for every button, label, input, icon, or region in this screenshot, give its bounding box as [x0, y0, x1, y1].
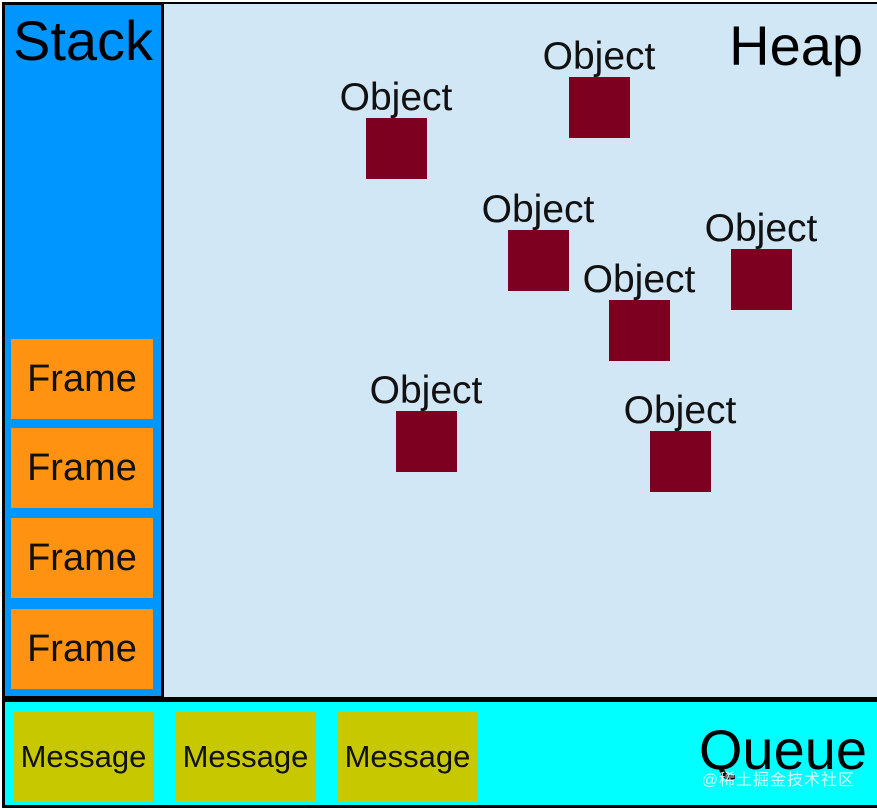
stack-frame: Frame	[11, 609, 153, 689]
queue-message: Message	[337, 712, 478, 802]
object-box	[396, 411, 457, 472]
object-label: Object	[369, 369, 483, 412]
heap-object: Object	[578, 260, 700, 382]
object-box	[508, 230, 569, 291]
stack-frame: Frame	[11, 339, 153, 419]
heap-object: Object	[619, 391, 741, 513]
object-label: Object	[623, 389, 737, 432]
heap-object: Object	[538, 37, 660, 159]
object-label: Object	[481, 188, 595, 231]
heap-region: Heap Object Object Object Object Object …	[164, 2, 877, 699]
object-box	[731, 249, 792, 310]
queue-region: Message Message Message Queue	[2, 699, 877, 808]
stack-frame: Frame	[11, 428, 153, 508]
heap-title: Heap	[729, 14, 863, 77]
watermark: @稀土掘金技术社区	[701, 772, 855, 789]
stack-title: Stack	[13, 9, 154, 72]
stack-region: Stack Frame Frame Frame Frame	[2, 2, 164, 699]
object-label: Object	[704, 207, 818, 250]
queue-message: Message	[13, 712, 154, 802]
heap-object: Object	[477, 190, 599, 312]
object-label: Object	[582, 258, 696, 301]
object-label: Object	[542, 35, 656, 78]
heap-object: Object	[335, 78, 457, 200]
object-box	[366, 118, 427, 179]
stack-frame: Frame	[11, 518, 153, 598]
heap-object: Object	[700, 209, 822, 331]
object-box	[650, 431, 711, 492]
queue-title: Queue	[698, 718, 867, 781]
object-box	[569, 77, 630, 138]
object-label: Object	[339, 76, 453, 119]
heap-object: Object	[365, 371, 487, 493]
object-box	[609, 300, 670, 361]
queue-message: Message	[175, 712, 316, 802]
